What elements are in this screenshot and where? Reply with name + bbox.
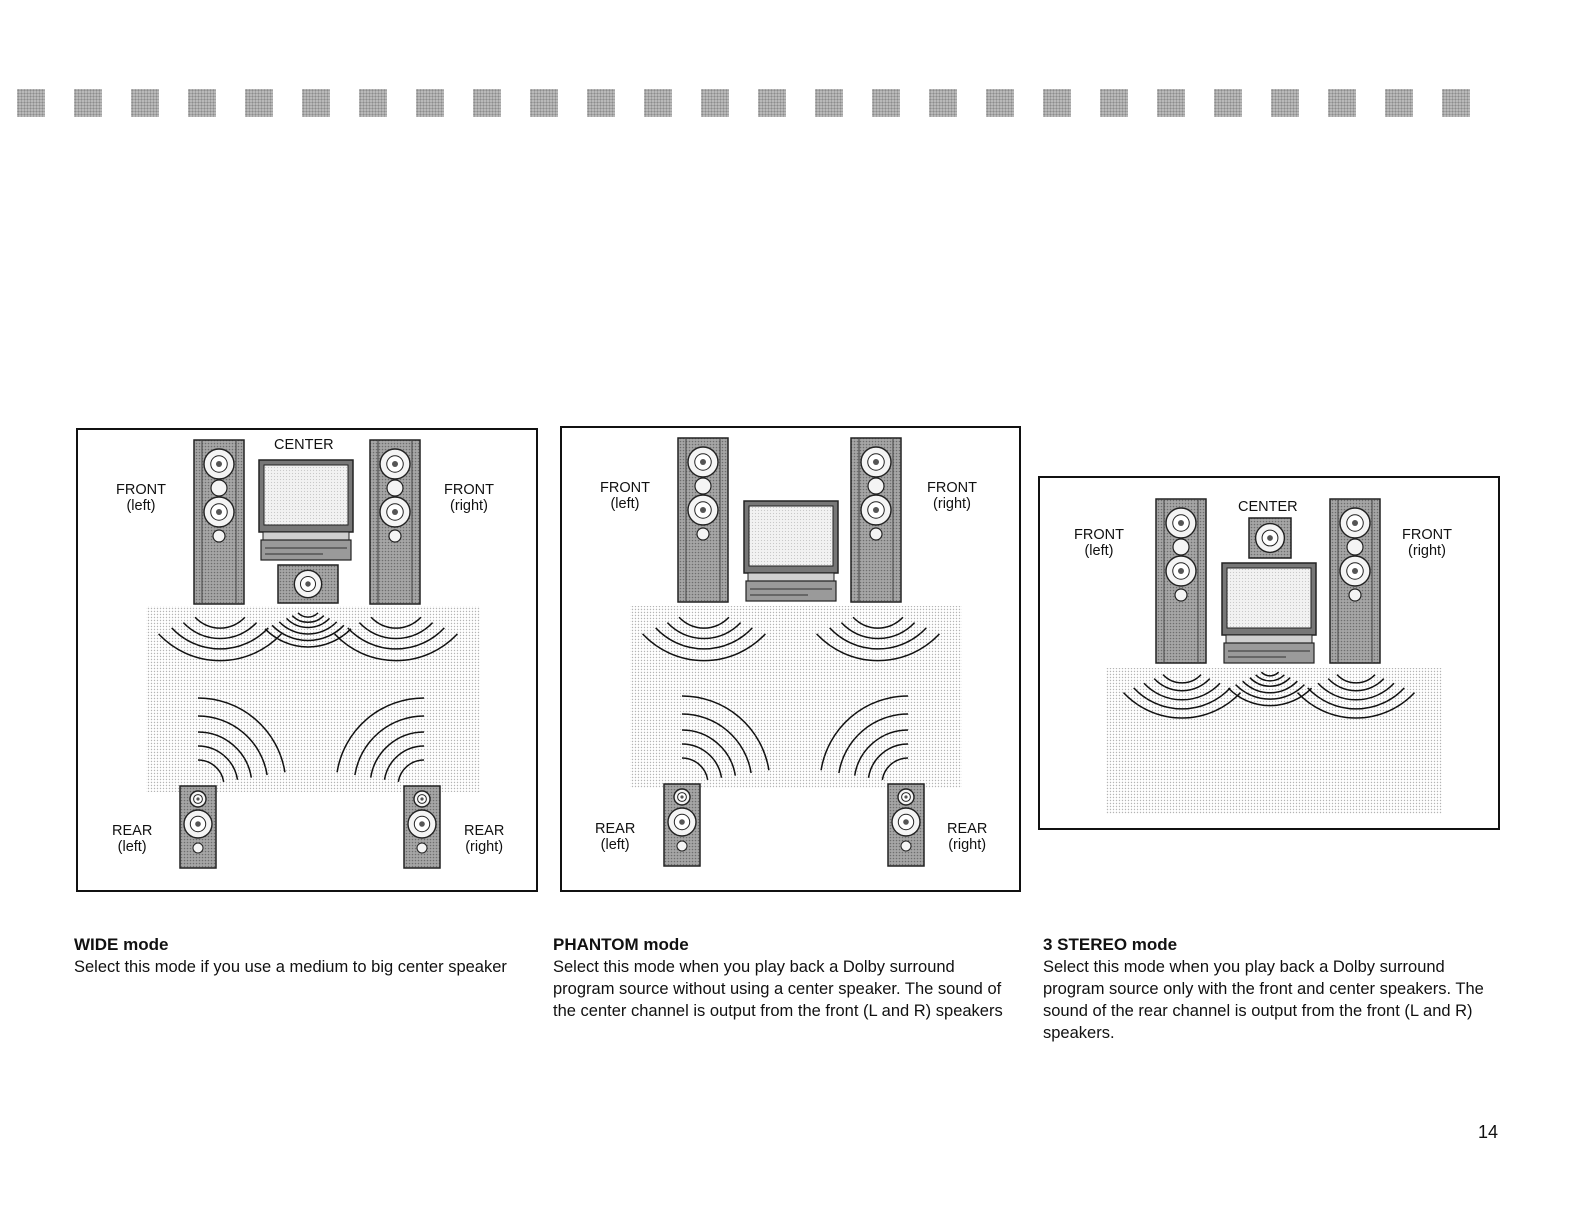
wide-mode-text: Select this mode if you use a medium to … (74, 956, 514, 978)
decorative-square (359, 89, 387, 117)
rear-left-speaker (180, 786, 216, 868)
label-rear-left: REAR(left) (112, 823, 152, 855)
decorative-square (929, 89, 957, 117)
page-number: 14 (1478, 1122, 1498, 1143)
label-front-left: FRONT(left) (116, 482, 166, 514)
decorative-square (245, 89, 273, 117)
decorative-square (473, 89, 501, 117)
decorative-square (188, 89, 216, 117)
label-center: CENTER (274, 437, 334, 453)
front-right-speaker (851, 438, 901, 602)
3-stereo-mode-caption: 3 STEREO mode Select this mode when you … (1043, 934, 1503, 1044)
label-front-left: FRONT(left) (1074, 527, 1124, 559)
label-front-right: FRONT(right) (444, 482, 494, 514)
front-right-speaker (370, 440, 420, 604)
rear-left-speaker (664, 784, 700, 866)
decorative-square (1043, 89, 1071, 117)
tv-set (744, 501, 838, 601)
decorative-square (758, 89, 786, 117)
label-front-right: FRONT(right) (1402, 527, 1452, 559)
label-rear-left: REAR(left) (595, 821, 635, 853)
decorative-square (1442, 89, 1470, 117)
decorative-square (1271, 89, 1299, 117)
tv-set (1222, 563, 1316, 663)
center-speaker (278, 565, 338, 603)
decorative-square (302, 89, 330, 117)
label-rear-right: REAR(right) (464, 823, 504, 855)
wide-mode-diagram: CENTER FRONT(left) FRONT(right) REAR(lef… (76, 428, 538, 892)
phantom-mode-caption: PHANTOM mode Select this mode when you p… (553, 934, 1003, 1022)
rear-right-speaker (888, 784, 924, 866)
wide-mode-caption: WIDE mode Select this mode if you use a … (74, 934, 514, 978)
front-left-speaker (678, 438, 728, 602)
wide-mode-title: WIDE mode (74, 934, 514, 956)
decorative-square (530, 89, 558, 117)
decorative-square (1214, 89, 1242, 117)
decorative-square (986, 89, 1014, 117)
3-stereo-mode-diagram: CENTER FRONT(left) FRONT(right) (1038, 476, 1500, 830)
3-stereo-mode-title: 3 STEREO mode (1043, 934, 1503, 956)
decorative-square (17, 89, 45, 117)
decorative-square (1385, 89, 1413, 117)
rear-right-speaker (404, 786, 440, 868)
front-left-speaker (1156, 499, 1206, 663)
phantom-mode-text: Select this mode when you play back a Do… (553, 956, 1003, 1022)
decorative-square (644, 89, 672, 117)
tv-set (259, 460, 353, 560)
decorative-square (701, 89, 729, 117)
3-stereo-mode-text: Select this mode when you play back a Do… (1043, 956, 1503, 1044)
header-decoration-squares (17, 89, 1487, 119)
label-front-left: FRONT(left) (600, 480, 650, 512)
front-right-speaker (1330, 499, 1380, 663)
decorative-square (74, 89, 102, 117)
decorative-square (416, 89, 444, 117)
decorative-square (1100, 89, 1128, 117)
label-front-right: FRONT(right) (927, 480, 977, 512)
center-speaker (1249, 518, 1291, 558)
decorative-square (872, 89, 900, 117)
decorative-square (815, 89, 843, 117)
decorative-square (131, 89, 159, 117)
decorative-square (1328, 89, 1356, 117)
phantom-mode-title: PHANTOM mode (553, 934, 1003, 956)
phantom-mode-diagram: FRONT(left) FRONT(right) REAR(left) REAR… (560, 426, 1021, 892)
label-rear-right: REAR(right) (947, 821, 987, 853)
decorative-square (1157, 89, 1185, 117)
label-center: CENTER (1238, 499, 1298, 515)
front-left-speaker (194, 440, 244, 604)
decorative-square (587, 89, 615, 117)
